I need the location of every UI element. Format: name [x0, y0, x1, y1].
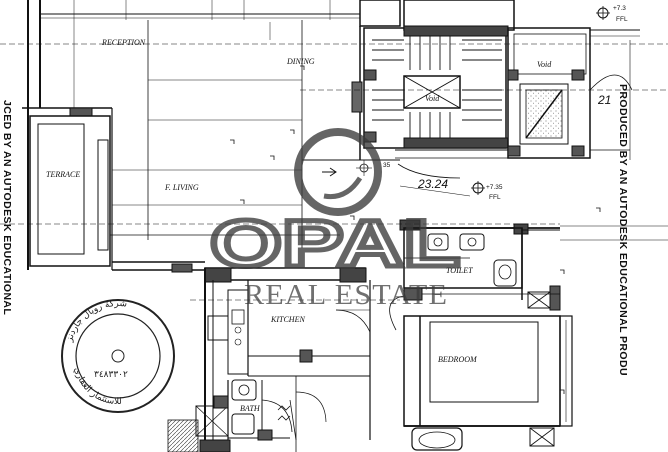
room-label-reception: RECEPTION — [101, 38, 146, 47]
side-text-right: PRODUCED BY AN AUTODESK EDUCATIONAL PROD… — [617, 84, 629, 376]
room-label-kitchen: KITCHEN — [270, 315, 305, 324]
room-label-toilet: TOILET — [446, 266, 473, 275]
room-label-bath: BATH — [240, 404, 261, 413]
watermark-logo-swoosh — [323, 176, 363, 200]
void-label-top: Void — [537, 60, 552, 69]
level-mid-value: +7.35 — [486, 184, 503, 191]
side-text-left: JCED BY AN AUTODESK EDUCATIONAL — [1, 100, 13, 315]
point-mark-label: 35 — [383, 162, 391, 169]
watermark: OPAL REAL ESTATE — [208, 128, 463, 311]
company-stamp: شركة رويال جاردنز للاستثمار العقاري ٣٤٨٣… — [61, 299, 175, 413]
room-label-bedroom: BEDROOM — [438, 355, 478, 364]
watermark-brand: OPAL — [210, 206, 460, 280]
room-label-dining: DINING — [286, 57, 315, 66]
void-label-stair: Void — [425, 94, 440, 103]
partial-dimension: 21 — [597, 93, 611, 107]
level-mid-unit: FFL — [489, 194, 501, 201]
room-label-living: F. LIVING — [164, 183, 199, 192]
area-dimension: 23.24 — [417, 177, 448, 191]
level-top-unit: FFL — [616, 16, 628, 23]
stamp-number: ٣٤٨٣٣٠٢ — [94, 370, 128, 380]
level-top-value: +7.3 — [613, 5, 626, 12]
watermark-subtitle: REAL ESTATE — [244, 280, 448, 311]
watermark-logo-ring — [294, 128, 382, 216]
room-label-terrace: TERRACE — [46, 170, 80, 179]
